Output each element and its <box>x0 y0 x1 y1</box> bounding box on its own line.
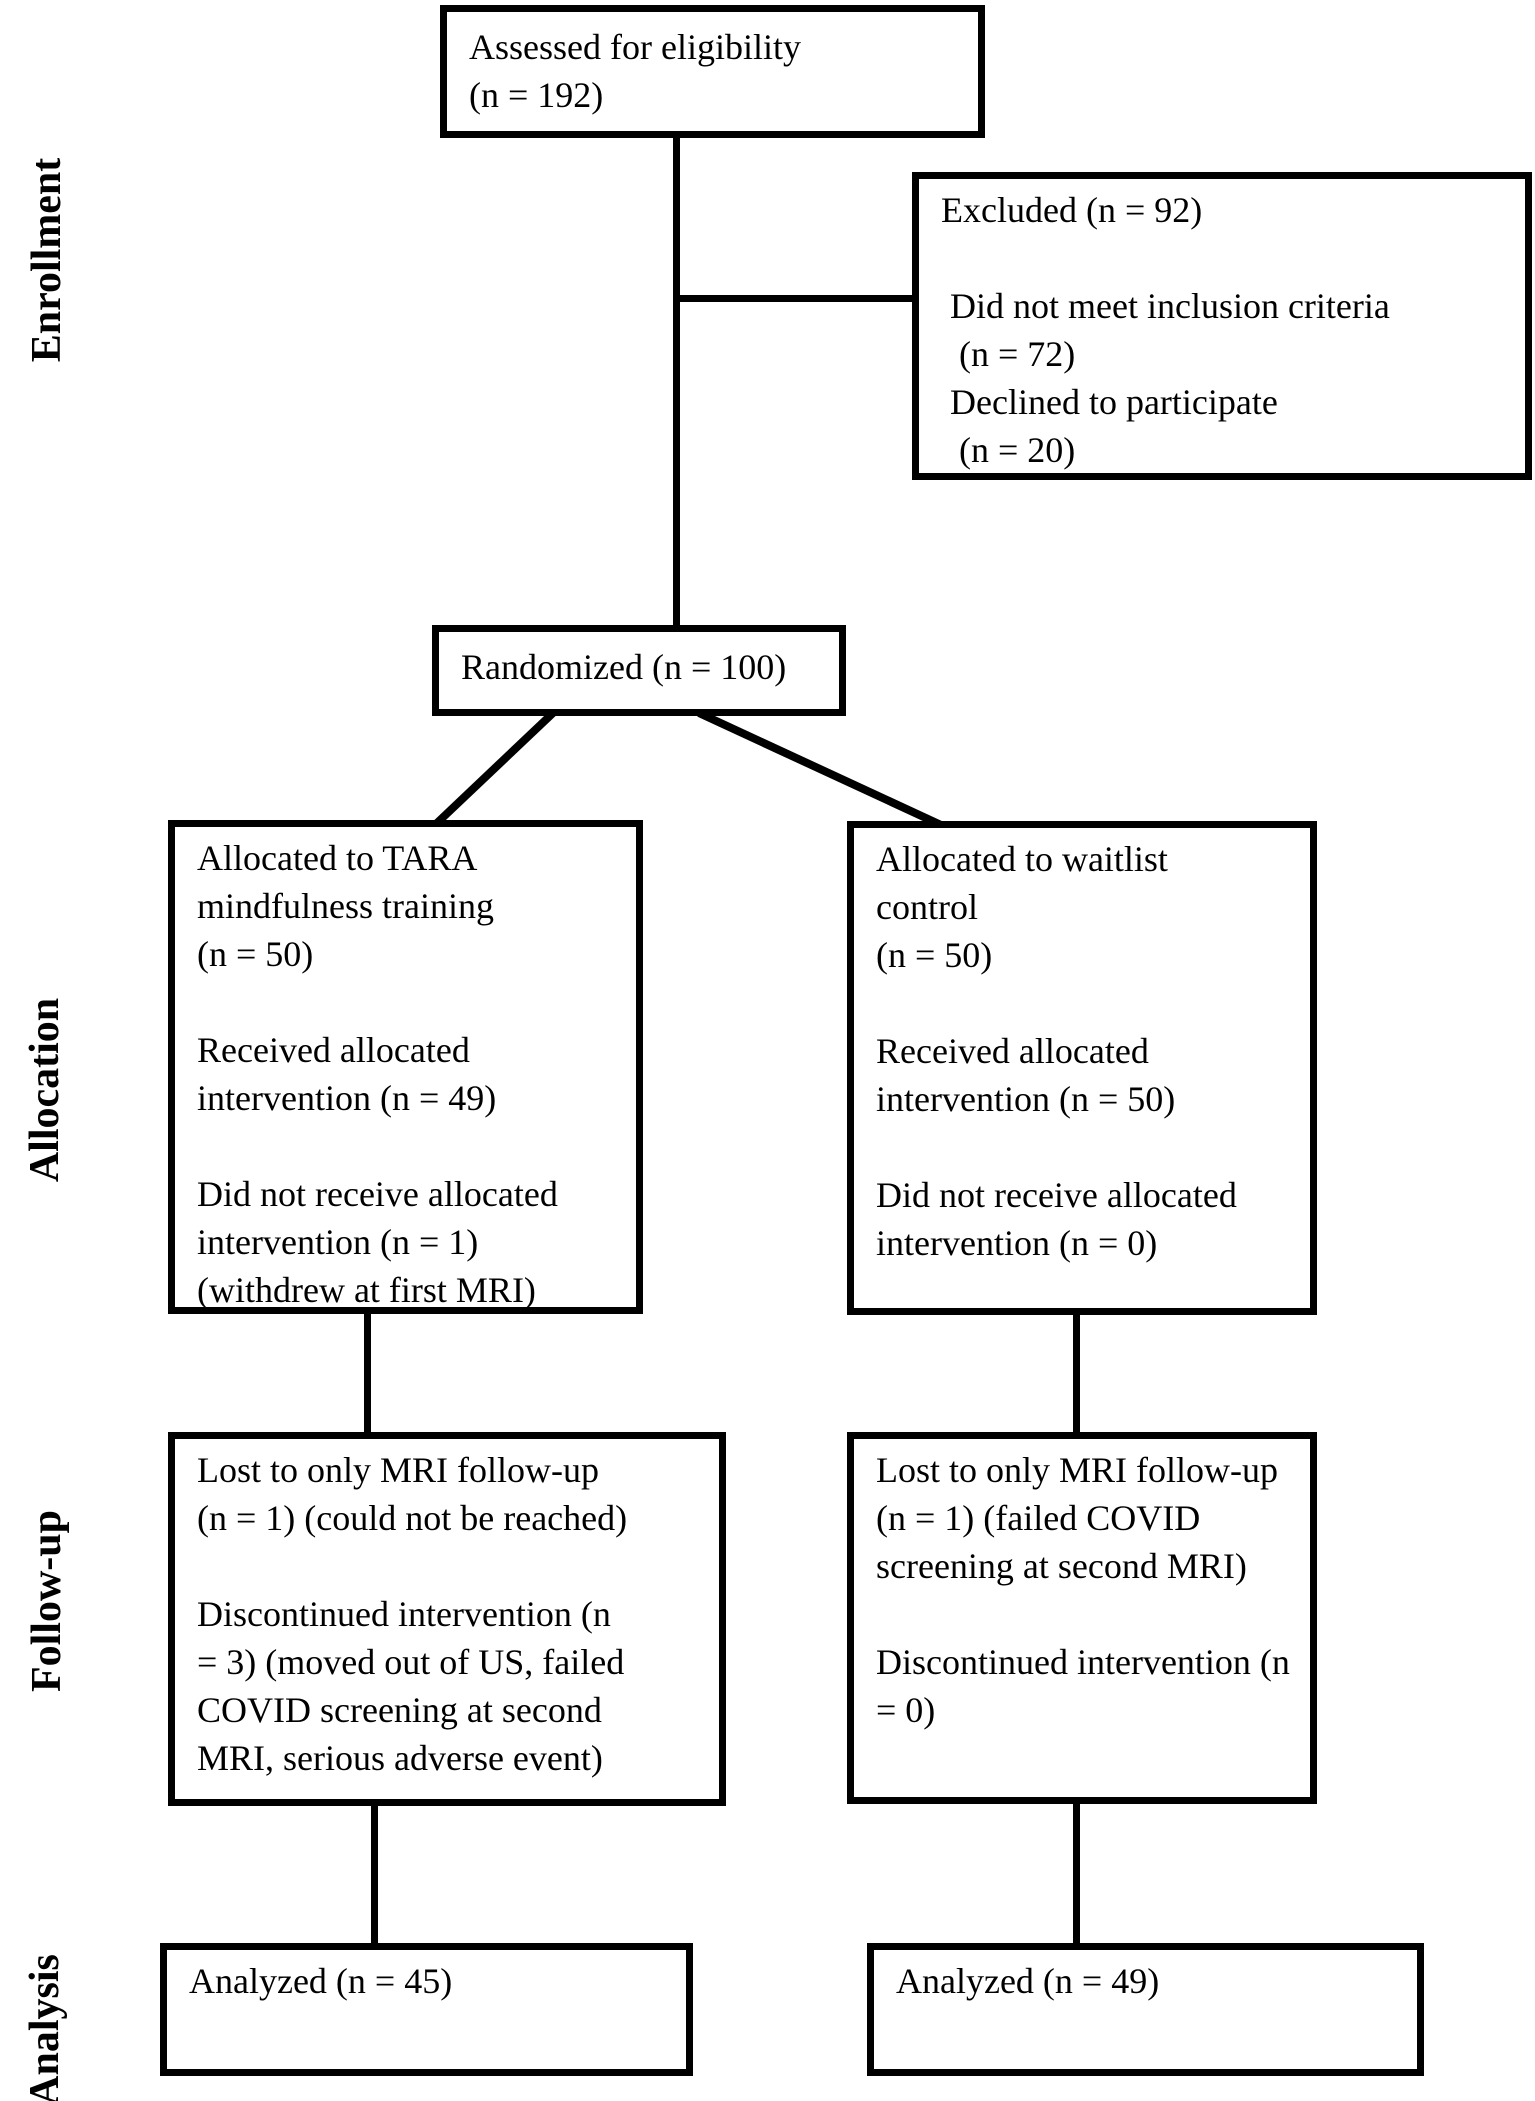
stage-label-analysis: Analysis <box>22 1954 68 2101</box>
box-randomized: Randomized (n = 100) <box>432 625 846 716</box>
connector-to-excluded <box>676 295 914 302</box>
box-assessed-eligibility: Assessed for eligibility (n = 192) <box>440 5 985 138</box>
connector-alloc-to-followup-left <box>364 1310 371 1436</box>
connector-followup-to-analysis-right <box>1073 1799 1080 1947</box>
box-followup-tara: Lost to only MRI follow-up (n = 1) (coul… <box>168 1432 726 1806</box>
box-followup-waitlist: Lost to only MRI follow-up (n = 1) (fail… <box>847 1432 1317 1804</box>
box-allocated-waitlist: Allocated to waitlist control (n = 50) R… <box>847 821 1317 1315</box>
connector-followup-to-analysis-left <box>371 1802 378 1947</box>
connector-randomized-to-waitlist <box>697 709 943 829</box>
connector-alloc-to-followup-right <box>1073 1310 1080 1436</box>
stage-label-followup: Follow-up <box>24 1509 70 1693</box>
stage-label-enrollment: Enrollment <box>24 157 70 363</box>
box-allocated-tara: Allocated to TARA mindfulness training (… <box>168 820 643 1314</box>
box-analyzed-tara: Analyzed (n = 45) <box>160 1943 693 2076</box>
box-excluded: Excluded (n = 92) Did not meet inclusion… <box>912 172 1532 480</box>
connector-assessed-to-randomized <box>673 137 680 629</box>
stage-label-allocation: Allocation <box>22 997 68 1183</box>
box-analyzed-waitlist: Analyzed (n = 49) <box>867 1943 1424 2076</box>
connector-randomized-to-tara <box>434 710 556 826</box>
